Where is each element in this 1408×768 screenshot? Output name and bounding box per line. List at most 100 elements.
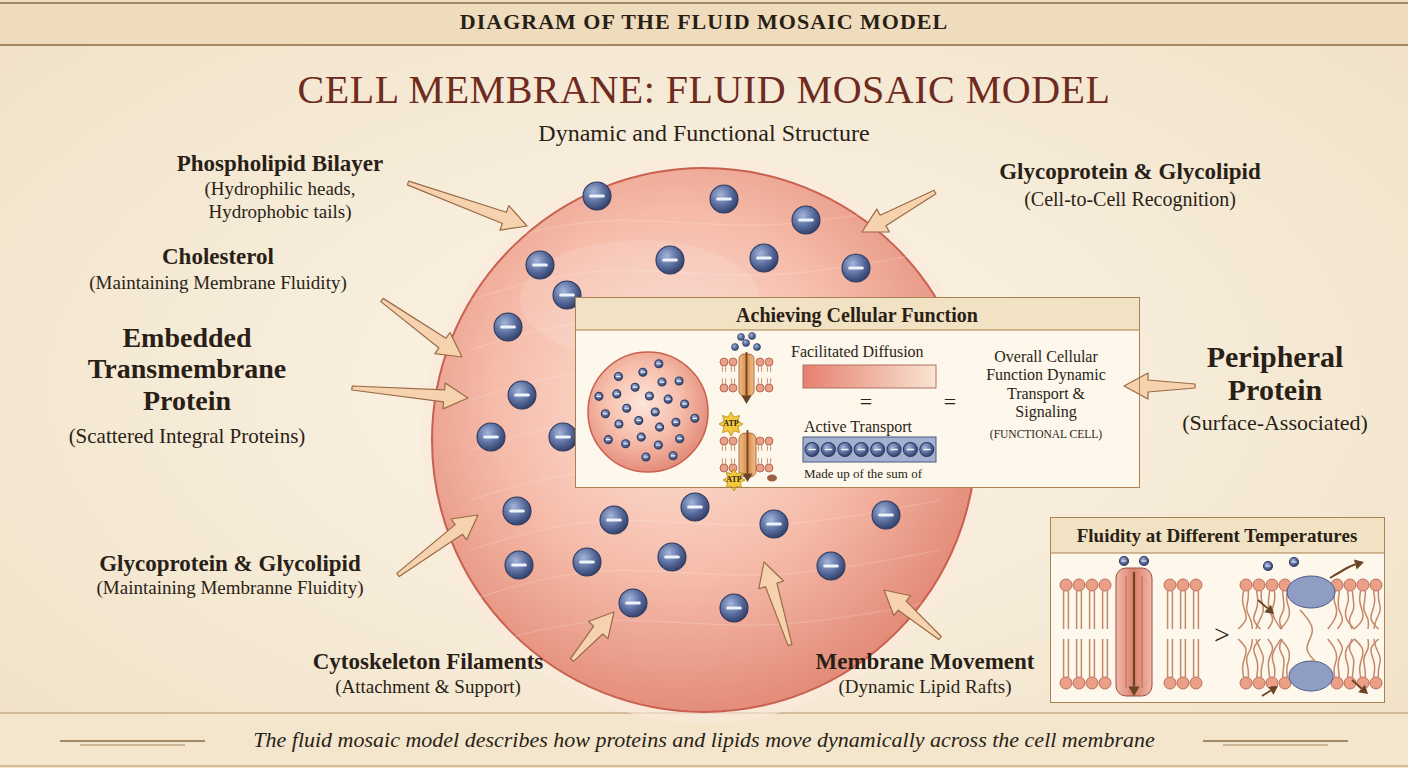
fluidity-panel-art [1122,560,1126,561]
function-panel-art [920,443,934,457]
fluidity-panel-art [1050,553,1385,554]
fluidity-panel-art [1280,639,1289,677]
caption: The fluid mosaic model describes how pro… [154,727,1254,753]
function-panel-art [741,396,751,405]
function-panel-art [672,418,680,426]
fluidity-panel-art [1280,591,1284,629]
fluidity-panel-art [1185,591,1187,629]
fluidity-panel-art [1063,591,1065,629]
function-panel-art [664,395,672,403]
background [0,2,1408,4]
function-panel-art [770,378,771,384]
fluidity-panel-art [1253,579,1265,591]
fluidity-panel-art [1349,639,1353,677]
background [0,44,1408,46]
fluidity-panel-art [1128,687,1139,697]
background [0,765,1408,767]
function-panel-art [722,458,723,464]
membrane-protein [718,197,731,200]
fluidity-panel-art [1076,639,1078,677]
function-panel-art [625,408,629,409]
function-panel-art [756,384,764,392]
function-panel-art [725,366,726,372]
membrane-protein [880,513,893,516]
function-panel-art [765,384,773,392]
charge-bar [803,437,936,462]
callout-arrow [570,612,614,661]
membrane-protein [583,182,611,210]
fluidity-panel-art [1256,591,1264,629]
fluidity-panel-art [1374,591,1380,629]
membrane-protein [581,560,594,563]
function-panel-art [615,393,619,394]
membrane-protein [516,393,529,396]
function-panel-art [691,414,699,422]
function-panel-art [614,373,622,381]
callout-arrow [397,515,478,577]
function-panel-art [907,449,913,451]
fluidity-panel-art [1292,561,1296,562]
membrane-protein [549,423,577,451]
function-panel-art [729,437,737,445]
membrane-streak [470,600,940,650]
fluidity-panel-art [1345,639,1354,677]
callout-description: (Maintaining Membranne Fluidity) [45,577,415,600]
function-panel-art [654,441,662,449]
fluidity-panel-art [1126,576,1127,688]
fluidity-panel-art [1089,639,1091,677]
fluidity-panel-art [1193,639,1195,677]
function-panel-art [669,452,677,460]
function-panel-art [734,445,735,451]
function-panel-art [746,352,748,396]
function-panel-art [732,344,739,351]
fluidity-panel-art [1289,661,1333,691]
callout-arrow [352,383,468,409]
membrane-protein [760,510,788,538]
callout-description: (Surface-Associated) [1155,410,1395,436]
main-title: CELL MEMBRANE: FLUID MOSAIC MODEL [104,66,1304,114]
function-panel-art [617,376,621,377]
panel-heading: Fluidity at Different Temperatures [1051,525,1383,548]
function-panel-art [747,430,749,474]
callout-label: Glycoprotein & Glycolipid [960,158,1300,186]
fluidity-panel-art [1094,591,1096,629]
membrane-protein [573,548,601,576]
function-panel-art [756,437,764,445]
callout-label: Cytoskeleton Filaments [268,648,588,676]
membrane-protein [750,244,778,272]
membrane-protein [511,509,524,512]
function-panel-art [655,360,663,368]
function-panel-art [871,443,885,457]
function-panel-art [765,437,773,445]
function-panel-art [825,449,831,451]
function-panel-art [720,464,728,472]
fluidity-panel-art [1081,639,1083,677]
equals-sign: = [851,389,881,415]
fluidity-panel-art [1266,565,1270,566]
function-panel-art [761,366,762,372]
fluidity-panel-art [1354,559,1364,569]
function-panel-art [644,456,648,457]
fluidity-panel-art [1300,610,1316,662]
fluidity-panel-art [1240,677,1252,689]
fluidity-panel-art [1370,677,1382,689]
function-panel-art [660,381,664,382]
function-panel-art [604,436,612,444]
membrane-protein [485,435,498,438]
membrane-protein [561,293,574,296]
fluidity-panel-art [1345,591,1354,629]
membrane-protein [728,606,741,609]
function-panel-art [683,403,687,404]
gradient-bar [803,365,936,388]
membrane-protein [792,206,820,234]
fluidity-panel-art [1193,591,1195,629]
function-panel-art [617,423,621,424]
function-panel-art [758,458,759,464]
fluidity-panel-art [1086,579,1098,591]
fluidity-panel-art [1094,639,1096,677]
fluidity-panel-art [1060,579,1072,591]
fluidity-panel-art [1264,562,1273,571]
function-panel-art [595,392,603,400]
membrane-protein [658,543,686,571]
